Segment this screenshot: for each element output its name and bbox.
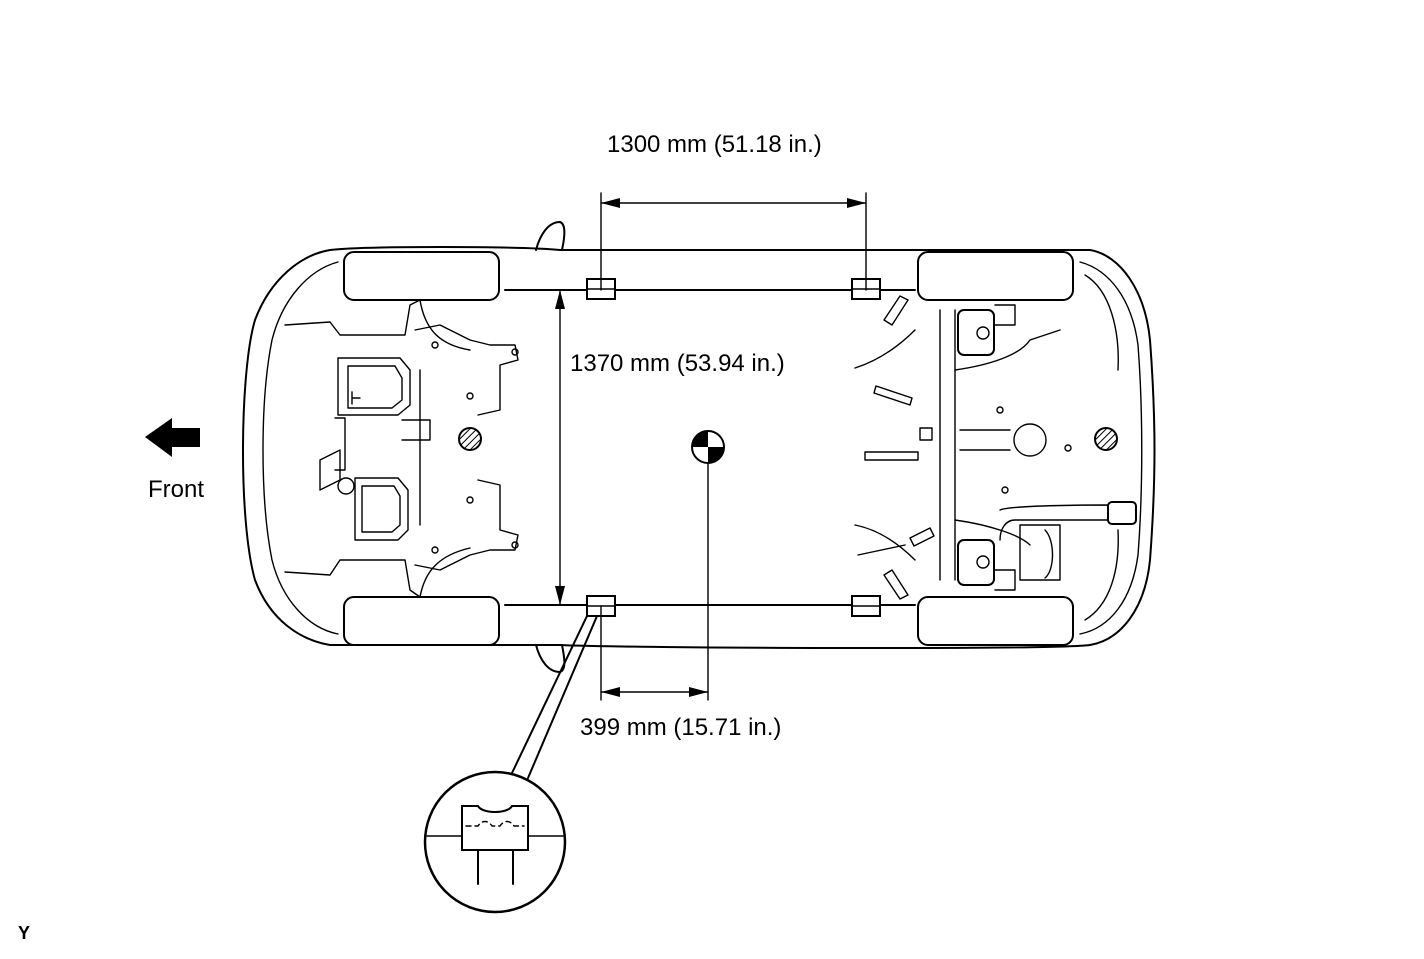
lift-point-detail-callout <box>423 615 598 914</box>
rear-suspension <box>939 274 1137 621</box>
wheel-front-left <box>343 251 500 301</box>
lift-points <box>586 278 881 617</box>
dimension-lines <box>555 192 867 701</box>
figure-code: Y <box>18 923 31 943</box>
center-of-gravity-icon <box>691 430 725 464</box>
wheel-rear-left <box>917 251 1074 301</box>
rear-links <box>854 295 935 600</box>
longitudinal-dimension-label: 1300 mm (51.18 in.) <box>607 131 822 158</box>
front-reference-hole <box>458 427 482 451</box>
car-body-outline <box>241 221 1156 673</box>
front-direction-label: Front <box>148 476 205 503</box>
arrow-left-icon <box>145 418 200 457</box>
wheel-rear-right <box>917 596 1074 646</box>
wheel-front-right <box>343 596 500 646</box>
lateral-dimension-label: 1370 mm (53.94 in.) <box>570 350 785 377</box>
rear-reference-hole <box>1094 427 1118 451</box>
front-suspension <box>284 299 519 598</box>
wheels <box>343 251 1074 646</box>
center-of-gravity-dimension-label: 399 mm (15.71 in.) <box>580 714 782 741</box>
